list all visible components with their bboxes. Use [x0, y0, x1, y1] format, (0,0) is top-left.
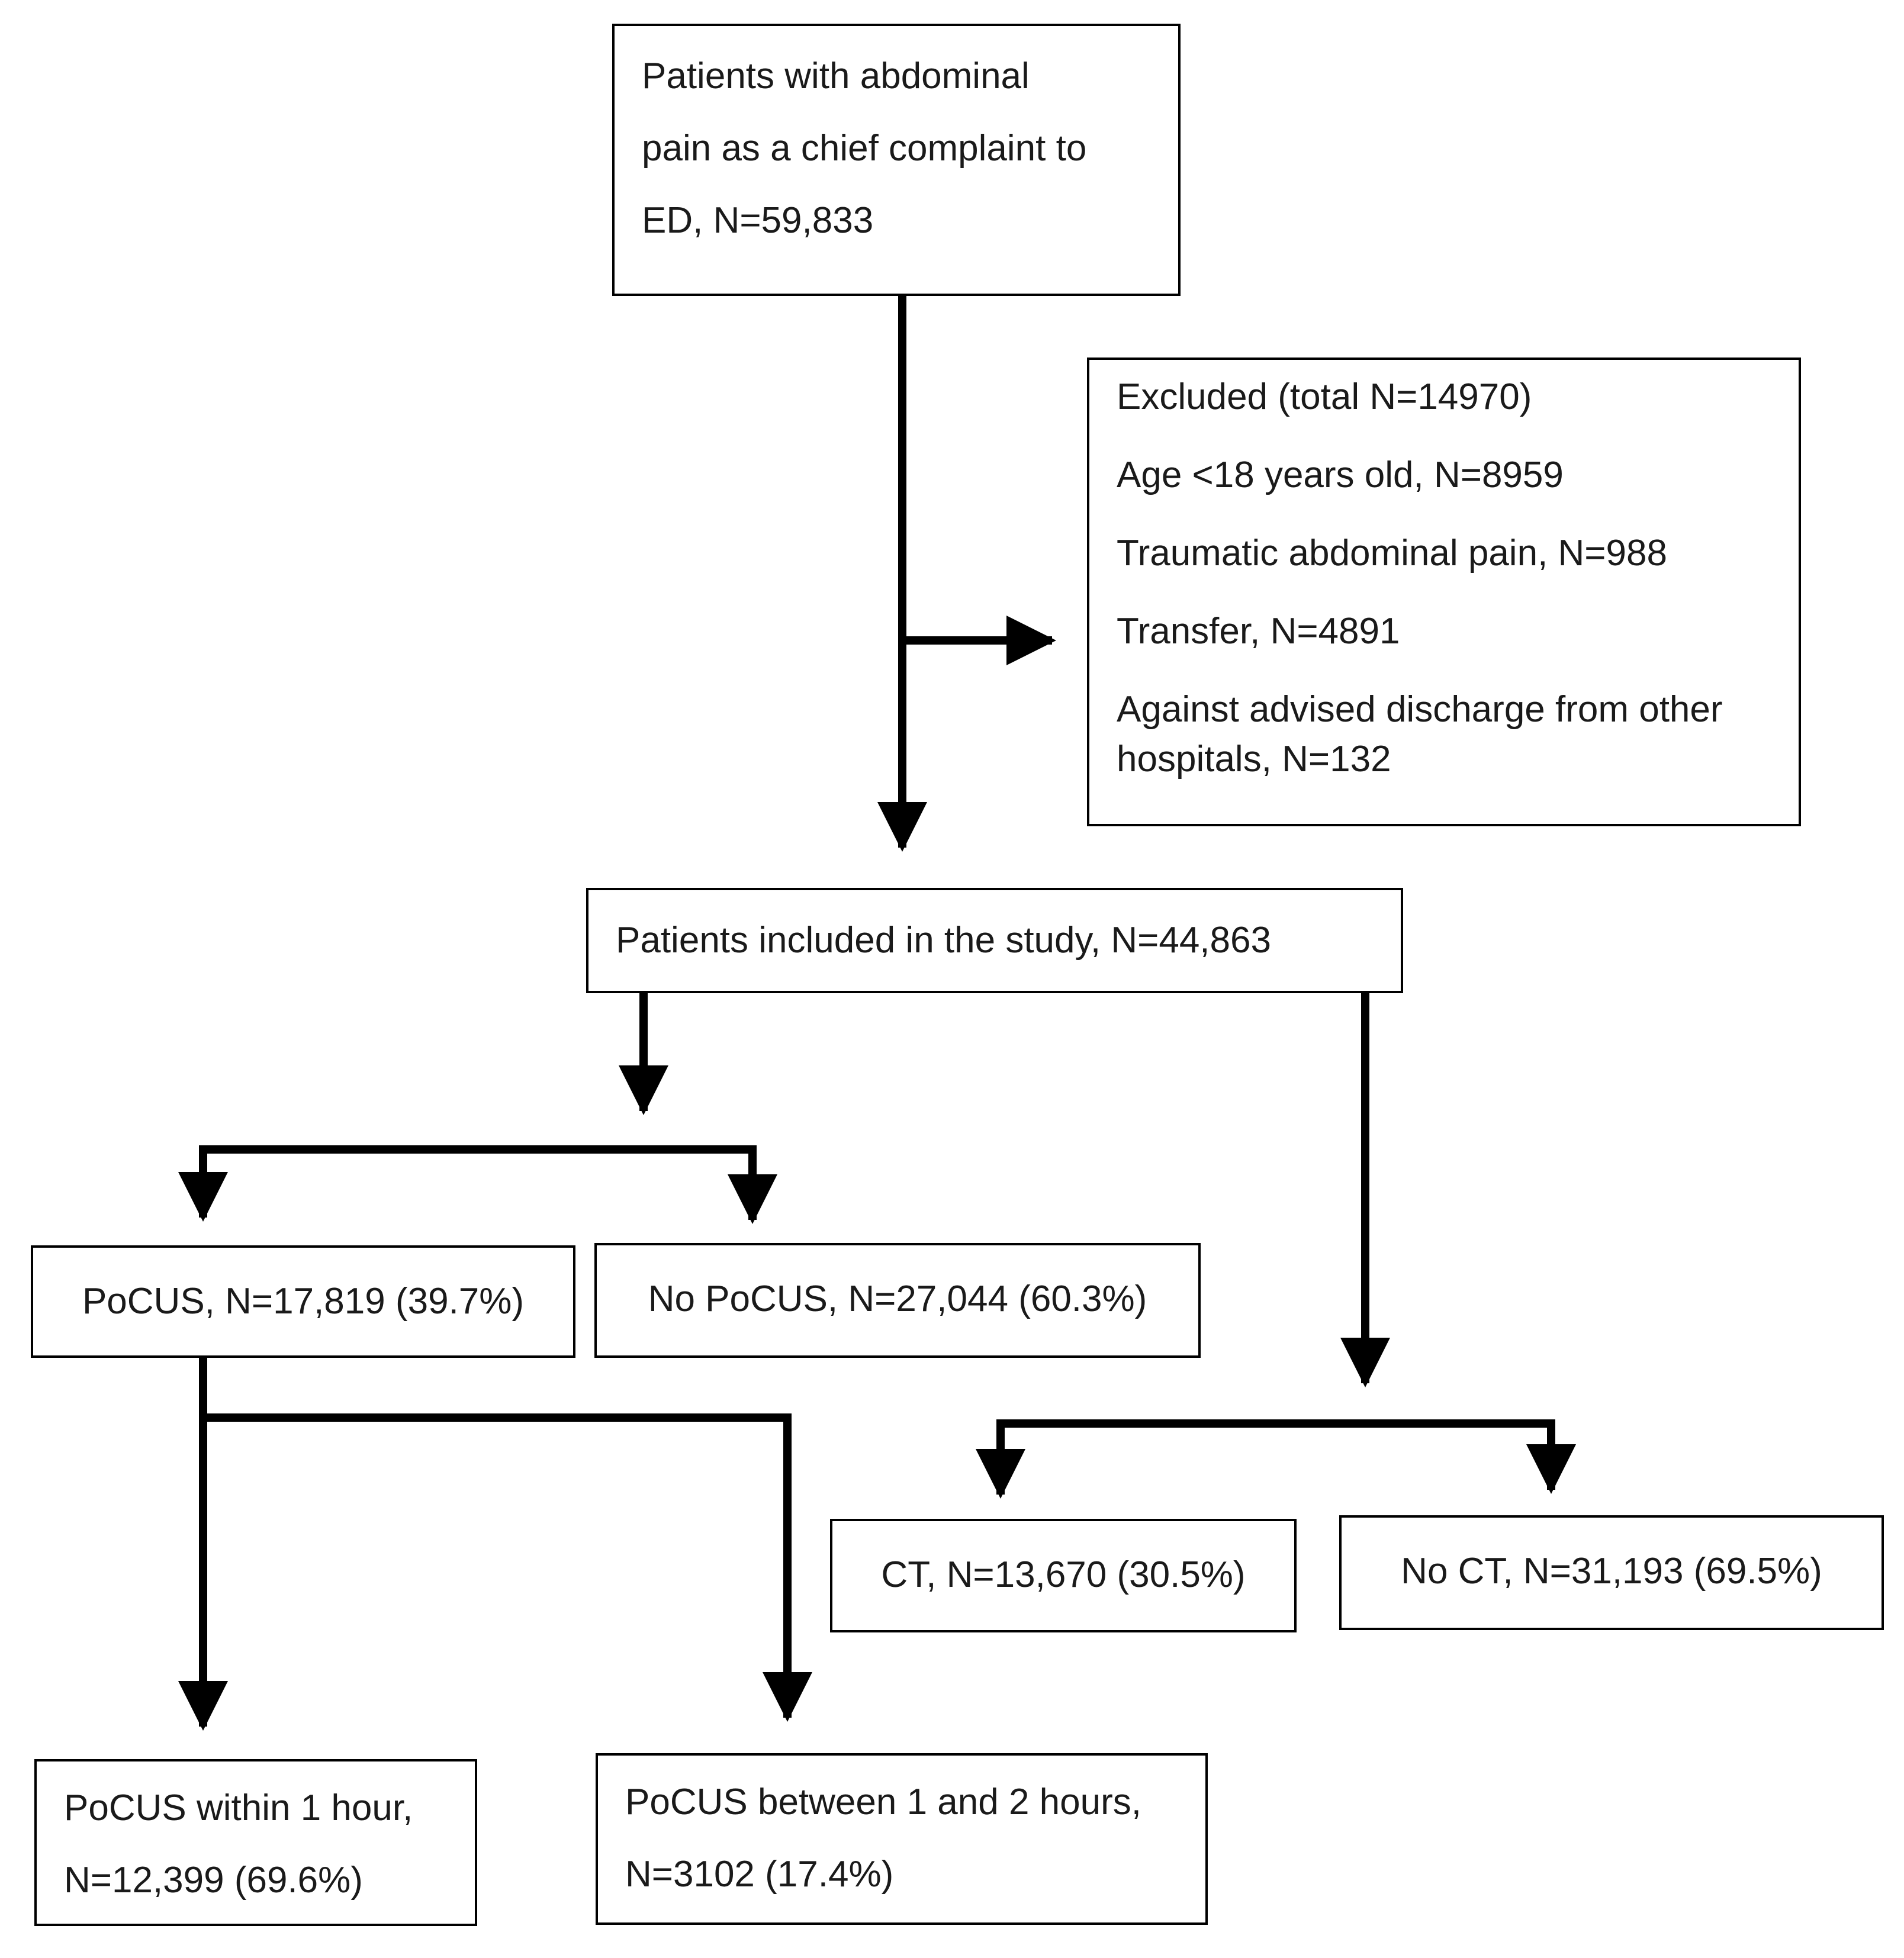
excluded-against-advice-1: Against advised discharge from other	[1117, 689, 1723, 730]
start-line-2: pain as a chief complaint to	[642, 128, 1087, 169]
excluded-transfer: Transfer, N=4891	[1117, 611, 1400, 652]
no-ct-label: No CT, N=31,193 (69.5%)	[1401, 1551, 1822, 1592]
excluded-node: Excluded (total N=14970) Age <18 years o…	[1087, 358, 1801, 826]
no-pocus-node: No PoCUS, N=27,044 (60.3%)	[594, 1243, 1201, 1358]
excluded-against-advice-2: hospitals, N=132	[1117, 739, 1391, 780]
included-label: Patients included in the study, N=44,863	[616, 920, 1271, 961]
pocus-1h-line-1: PoCUS within 1 hour,	[64, 1788, 413, 1828]
included-node: Patients included in the study, N=44,863	[586, 888, 1403, 993]
start-line-1: Patients with abdominal	[642, 56, 1030, 96]
excluded-age: Age <18 years old, N=8959	[1117, 455, 1564, 495]
no-pocus-label: No PoCUS, N=27,044 (60.3%)	[648, 1279, 1147, 1319]
pocus-1-2h-line-2: N=3102 (17.4%)	[625, 1854, 894, 1895]
ct-node: CT, N=13,670 (30.5%)	[830, 1519, 1297, 1632]
pocus-label: PoCUS, N=17,819 (39.7%)	[82, 1281, 525, 1322]
pocus-node: PoCUS, N=17,819 (39.7%)	[31, 1245, 575, 1358]
excluded-total: Excluded (total N=14970)	[1117, 376, 1532, 417]
pocus-1-2h-node: PoCUS between 1 and 2 hours, N=3102 (17.…	[596, 1753, 1208, 1925]
no-ct-node: No CT, N=31,193 (69.5%)	[1339, 1515, 1884, 1630]
start-node: Patients with abdominal pain as a chief …	[612, 24, 1181, 296]
ct-label: CT, N=13,670 (30.5%)	[881, 1554, 1246, 1595]
excluded-traumatic: Traumatic abdominal pain, N=988	[1117, 533, 1667, 574]
pocus-1-2h-line-1: PoCUS between 1 and 2 hours,	[625, 1782, 1141, 1822]
pocus-within-1h-node: PoCUS within 1 hour, N=12,399 (69.6%)	[34, 1759, 477, 1926]
pocus-1h-line-2: N=12,399 (69.6%)	[64, 1860, 363, 1901]
start-line-3: ED, N=59,833	[642, 200, 874, 241]
